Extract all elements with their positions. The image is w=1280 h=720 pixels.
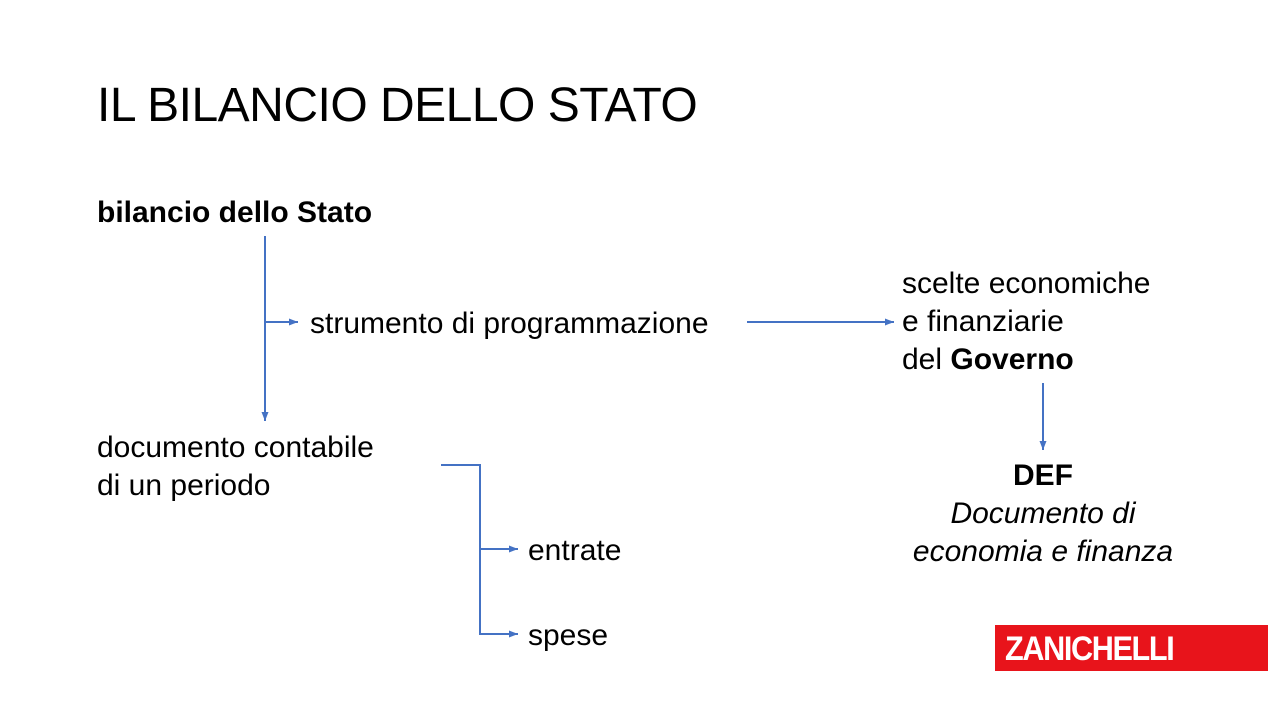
zanichelli-logo: ZANICHELLI xyxy=(995,625,1268,671)
logo-text: ZANICHELLI xyxy=(1005,630,1175,668)
connector-documento-to-entrate xyxy=(441,464,518,553)
node-strumento-di-programmazione: strumento di programmazione xyxy=(310,307,709,340)
documento-line-2: di un periodo xyxy=(97,469,271,502)
node-spese: spese xyxy=(528,619,609,652)
scelte-line-2: e finanziarie xyxy=(902,305,1064,338)
scelte-line-3-bold: Governo xyxy=(950,343,1074,376)
documento-line-1: documento contabile xyxy=(97,431,374,464)
node-def: DEF Documento di economia e finanza xyxy=(893,457,1193,571)
def-acronym: DEF xyxy=(1013,459,1073,492)
scelte-line-1: scelte economiche xyxy=(902,267,1151,300)
node-documento-contabile: documento contabile di un periodo xyxy=(97,429,374,505)
def-line-1: Documento di xyxy=(950,497,1136,530)
connector-documento-to-spese xyxy=(479,549,518,638)
scelte-line-3: del Governo xyxy=(902,341,1150,379)
scelte-line-3-prefix: del xyxy=(902,343,951,376)
node-entrate: entrate xyxy=(528,534,622,567)
slide-title: IL BILANCIO DELLO STATO xyxy=(97,79,698,132)
def-line-2: economia e finanza xyxy=(912,535,1174,568)
node-scelte-economiche: scelte economiche e finanziarie del Gove… xyxy=(902,265,1150,379)
node-bilancio-dello-stato: bilancio dello Stato xyxy=(97,196,373,229)
